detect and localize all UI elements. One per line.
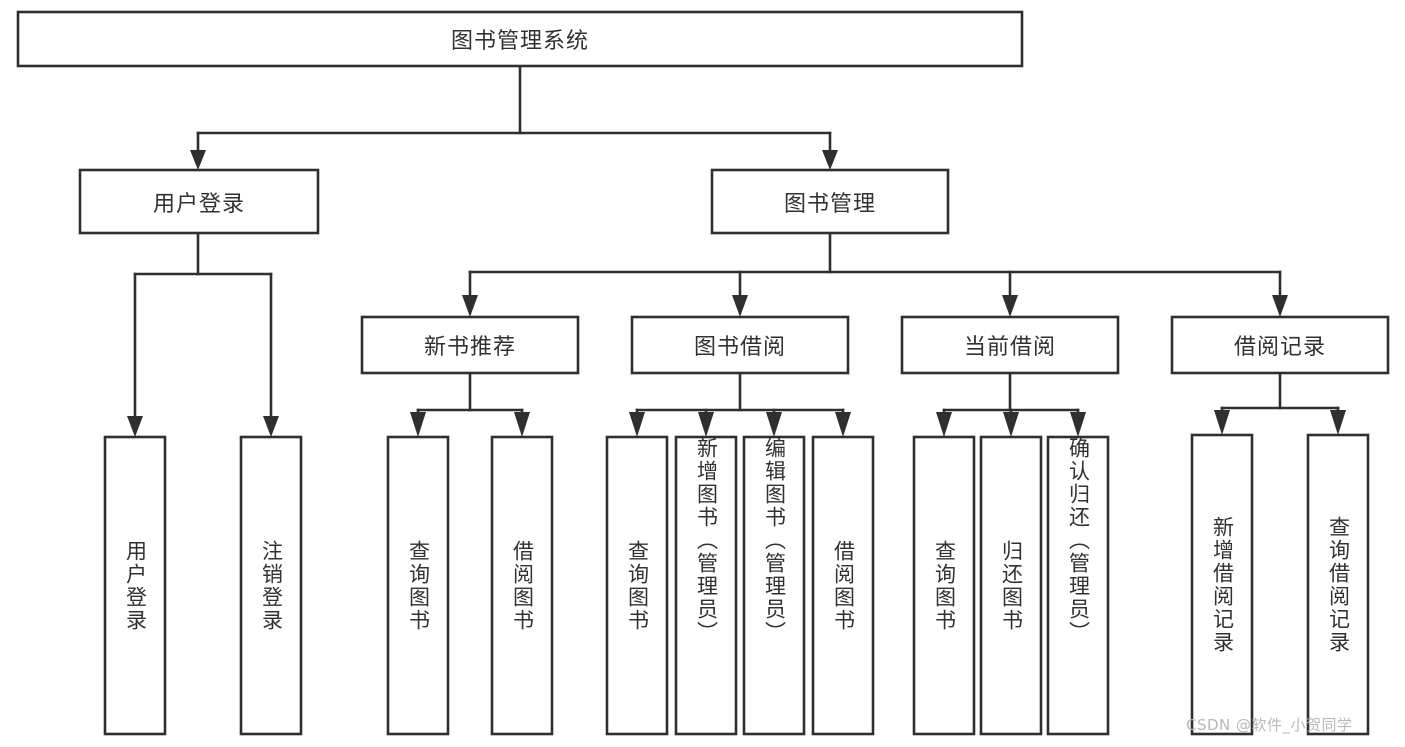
node-box-leaf-add-book[interactable] (674, 435, 738, 736)
node-box-leaf-user-login[interactable] (103, 435, 167, 736)
arrow-head-leaf-borrow-book-2 (835, 412, 851, 437)
node-box-leaf-confirm-return[interactable] (1046, 435, 1110, 736)
node-box-leaf-logout-login[interactable] (239, 435, 303, 736)
connectors-layer (127, 64, 1346, 437)
node-box-leaf-query-book-2[interactable] (605, 435, 669, 736)
node-box-leaf-add-record[interactable] (1190, 433, 1254, 736)
arrow-head-leaf-borrow-book-1 (514, 412, 530, 437)
node-box-user-login[interactable] (78, 168, 320, 235)
node-box-current-borrow[interactable] (900, 315, 1120, 375)
arrow-head-new-book-recommend (462, 295, 478, 317)
node-box-leaf-edit-book[interactable] (742, 435, 806, 736)
node-box-book-borrow[interactable] (630, 315, 850, 375)
arrow-head-book-borrow (732, 295, 748, 317)
arrow-head-leaf-logout-login (263, 416, 279, 437)
node-box-leaf-borrow-book-2[interactable] (811, 435, 875, 736)
arrow-head-user-login (190, 150, 206, 170)
arrow-head-leaf-add-book (698, 412, 714, 437)
node-box-leaf-query-book-3[interactable] (912, 435, 976, 736)
node-box-leaf-return-book[interactable] (979, 435, 1043, 736)
arrow-head-leaf-user-login (127, 416, 143, 437)
arrow-head-leaf-query-record (1330, 410, 1346, 435)
node-box-leaf-query-record[interactable] (1306, 433, 1370, 736)
node-box-book-manage[interactable] (710, 168, 950, 235)
nodes-layer (16, 10, 1390, 736)
arrow-head-leaf-confirm-return (1070, 412, 1086, 437)
arrow-head-borrow-record (1272, 295, 1288, 317)
node-box-new-book-recommend[interactable] (360, 315, 580, 375)
node-box-borrow-record[interactable] (1170, 315, 1390, 375)
arrow-head-leaf-add-record (1214, 410, 1230, 435)
node-box-root[interactable] (16, 10, 1024, 68)
arrow-head-leaf-edit-book (766, 412, 782, 437)
arrow-head-leaf-query-book-2 (629, 412, 645, 437)
arrow-head-leaf-query-book-3 (936, 412, 952, 437)
arrow-head-book-manage (822, 150, 838, 170)
node-box-leaf-borrow-book-1[interactable] (490, 435, 554, 736)
node-box-leaf-query-book-1[interactable] (386, 435, 450, 736)
arrow-head-leaf-return-book (1003, 412, 1019, 437)
arrow-head-current-borrow (1002, 295, 1018, 317)
arrow-head-leaf-query-book-1 (410, 412, 426, 437)
